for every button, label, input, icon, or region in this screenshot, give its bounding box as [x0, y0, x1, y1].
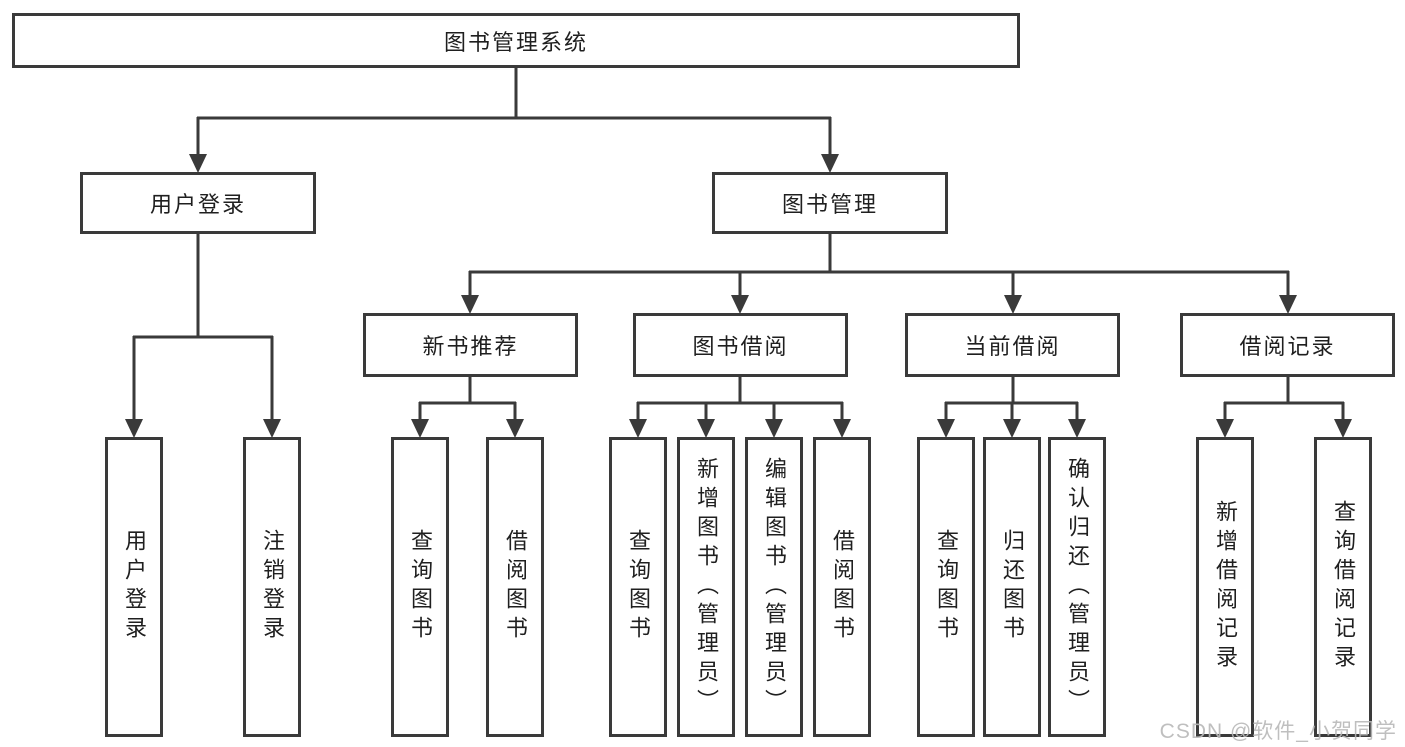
- node-book-management: 图书管理: [712, 172, 948, 234]
- leaf-borrowing-add-books-admin: 新增图书（管理员）: [677, 437, 735, 737]
- leaf-records-add-borrow-record: 新增借阅记录: [1196, 437, 1254, 737]
- leaf-current-query-books: 查询图书: [917, 437, 975, 737]
- node-new-book-recommend: 新书推荐: [363, 313, 578, 377]
- node-library-management-system: 图书管理系统: [12, 13, 1020, 68]
- leaf-records-query-borrow-record: 查询借阅记录: [1314, 437, 1372, 737]
- leaf-borrowing-edit-books-admin: 编辑图书（管理员）: [745, 437, 803, 737]
- leaf-borrowing-borrow-books: 借阅图书: [813, 437, 871, 737]
- leaf-current-return-books: 归还图书: [983, 437, 1041, 737]
- csdn-watermark: CSDN @软件_小贺同学: [1159, 720, 1397, 743]
- leaf-newbook-borrow-books: 借阅图书: [486, 437, 544, 737]
- leaf-newbook-query-books: 查询图书: [391, 437, 449, 737]
- node-user-login: 用户登录: [80, 172, 316, 234]
- leaf-borrowing-query-books: 查询图书: [609, 437, 667, 737]
- leaf-logout: 注销登录: [243, 437, 301, 737]
- node-borrowing-records: 借阅记录: [1180, 313, 1395, 377]
- leaf-current-confirm-return-admin: 确认归还（管理员）: [1048, 437, 1106, 737]
- leaf-user-login: 用户登录: [105, 437, 163, 737]
- node-book-borrowing: 图书借阅: [633, 313, 848, 377]
- node-current-borrowing: 当前借阅: [905, 313, 1120, 377]
